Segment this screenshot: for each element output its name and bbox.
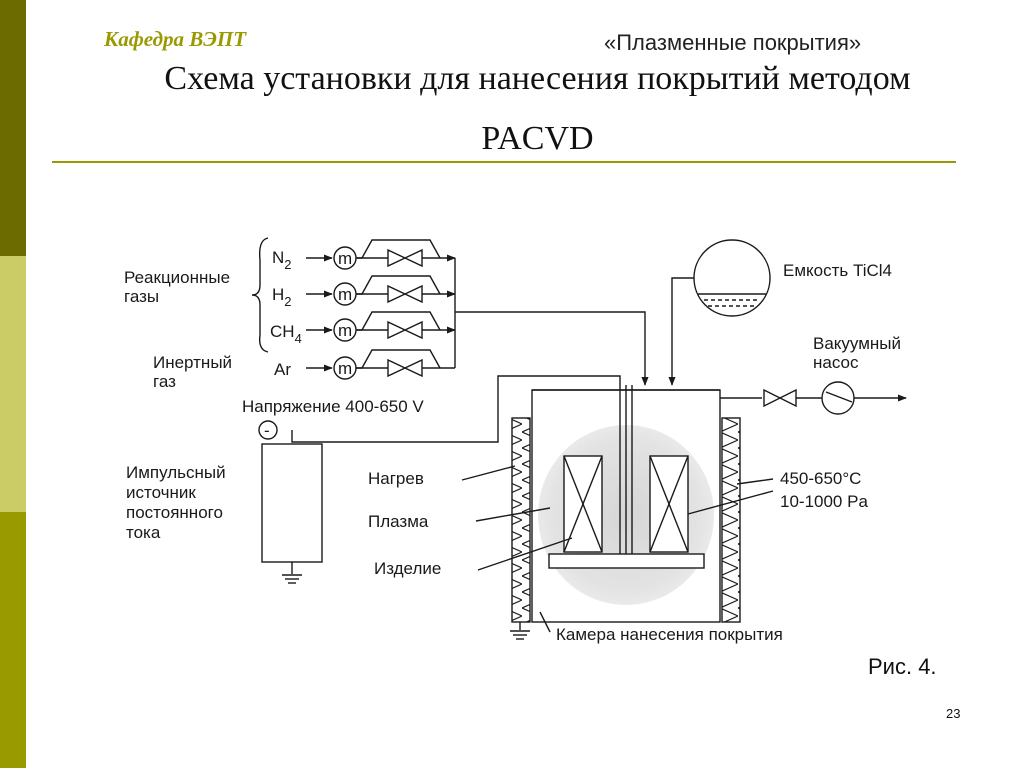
heating-leader — [461, 465, 516, 481]
slide-title-line1: Схема установки для нанесения покрытий м… — [164, 60, 911, 97]
inert-gas-label-2: газ — [153, 372, 176, 391]
inert-gas-label-1: Инертный — [153, 353, 232, 372]
title-divider — [52, 161, 956, 163]
heating-coil-right — [721, 417, 741, 623]
vacuum-pump — [821, 381, 855, 415]
sidebar-stripe — [0, 0, 26, 768]
power-source-label-2: источник — [126, 483, 196, 502]
power-ground-icon — [282, 574, 302, 584]
pressure-label: 10-1000 Pa — [780, 492, 868, 511]
flowmeter-h2: m — [338, 285, 352, 304]
plasma-label: Плазма — [368, 512, 429, 531]
course-title: «Плазменные покрытия» — [604, 30, 862, 55]
sidebar-block-olive — [0, 512, 26, 768]
product-label: Изделие — [374, 559, 441, 578]
tank-label: Емкость TiCl4 — [783, 261, 892, 280]
vacuum-valve — [763, 388, 797, 408]
chamber-label: Камера нанесения покрытия — [556, 625, 783, 644]
power-source-label-4: тока — [126, 523, 161, 542]
slide-title-line2: PACVD — [481, 120, 594, 157]
product-leader — [477, 537, 573, 571]
gas-line-ar — [306, 349, 455, 380]
power-source-box — [261, 443, 323, 563]
gas-line-n2 — [306, 239, 456, 270]
power-to-chamber — [291, 422, 499, 443]
page-number: 23 — [946, 706, 961, 721]
heating-label: Нагрев — [368, 469, 424, 488]
chamber-leader — [539, 611, 551, 633]
gas-feed-line — [455, 311, 649, 386]
plasma-leader — [475, 507, 551, 522]
pressure-leader — [687, 490, 774, 515]
gas-line-h2 — [306, 275, 456, 306]
gas-ar-label: Ar — [274, 360, 291, 379]
minus-sign: - — [264, 421, 270, 440]
gas-n2-label: N2 — [272, 248, 292, 272]
vacuum-label-1: Вакуумный — [813, 334, 901, 353]
workpiece-right — [649, 455, 689, 553]
gas-h2-label: H2 — [272, 285, 292, 309]
gas-ch4-label: CH4 — [270, 322, 302, 346]
reaction-gases-brace — [251, 237, 269, 353]
heating-coil-left — [511, 417, 531, 623]
vacuum-pump-blade — [825, 391, 853, 403]
voltage-line — [497, 375, 621, 422]
sidebar-block-light — [0, 256, 26, 512]
flowmeter-ch4: m — [338, 321, 352, 340]
workpiece-table — [548, 553, 705, 569]
gas-line-ch4 — [306, 311, 456, 342]
department-label: Кафедра ВЭПТ — [104, 27, 247, 51]
workpiece-left — [563, 455, 603, 553]
minus-terminal — [258, 420, 278, 440]
reaction-gases-label-2: газы — [124, 287, 159, 306]
temp-leader — [736, 478, 774, 485]
figure-caption: Рис. 4. — [868, 654, 937, 679]
flowmeter-n2: m — [338, 249, 352, 268]
reaction-gases-label-1: Реакционные — [124, 268, 230, 287]
flowmeter-ar: m — [338, 359, 352, 378]
temperature-label: 450-650°C — [780, 469, 861, 488]
vacuum-label-2: насос — [813, 353, 859, 372]
power-source-label-3: постоянного — [126, 503, 223, 522]
ticl4-tank — [668, 239, 771, 386]
power-source-label-1: Импульсный — [126, 463, 226, 482]
sidebar-block-dark — [0, 0, 26, 256]
voltage-label: Напряжение 400-650 V — [242, 397, 424, 416]
chamber-ground-icon — [510, 622, 530, 640]
